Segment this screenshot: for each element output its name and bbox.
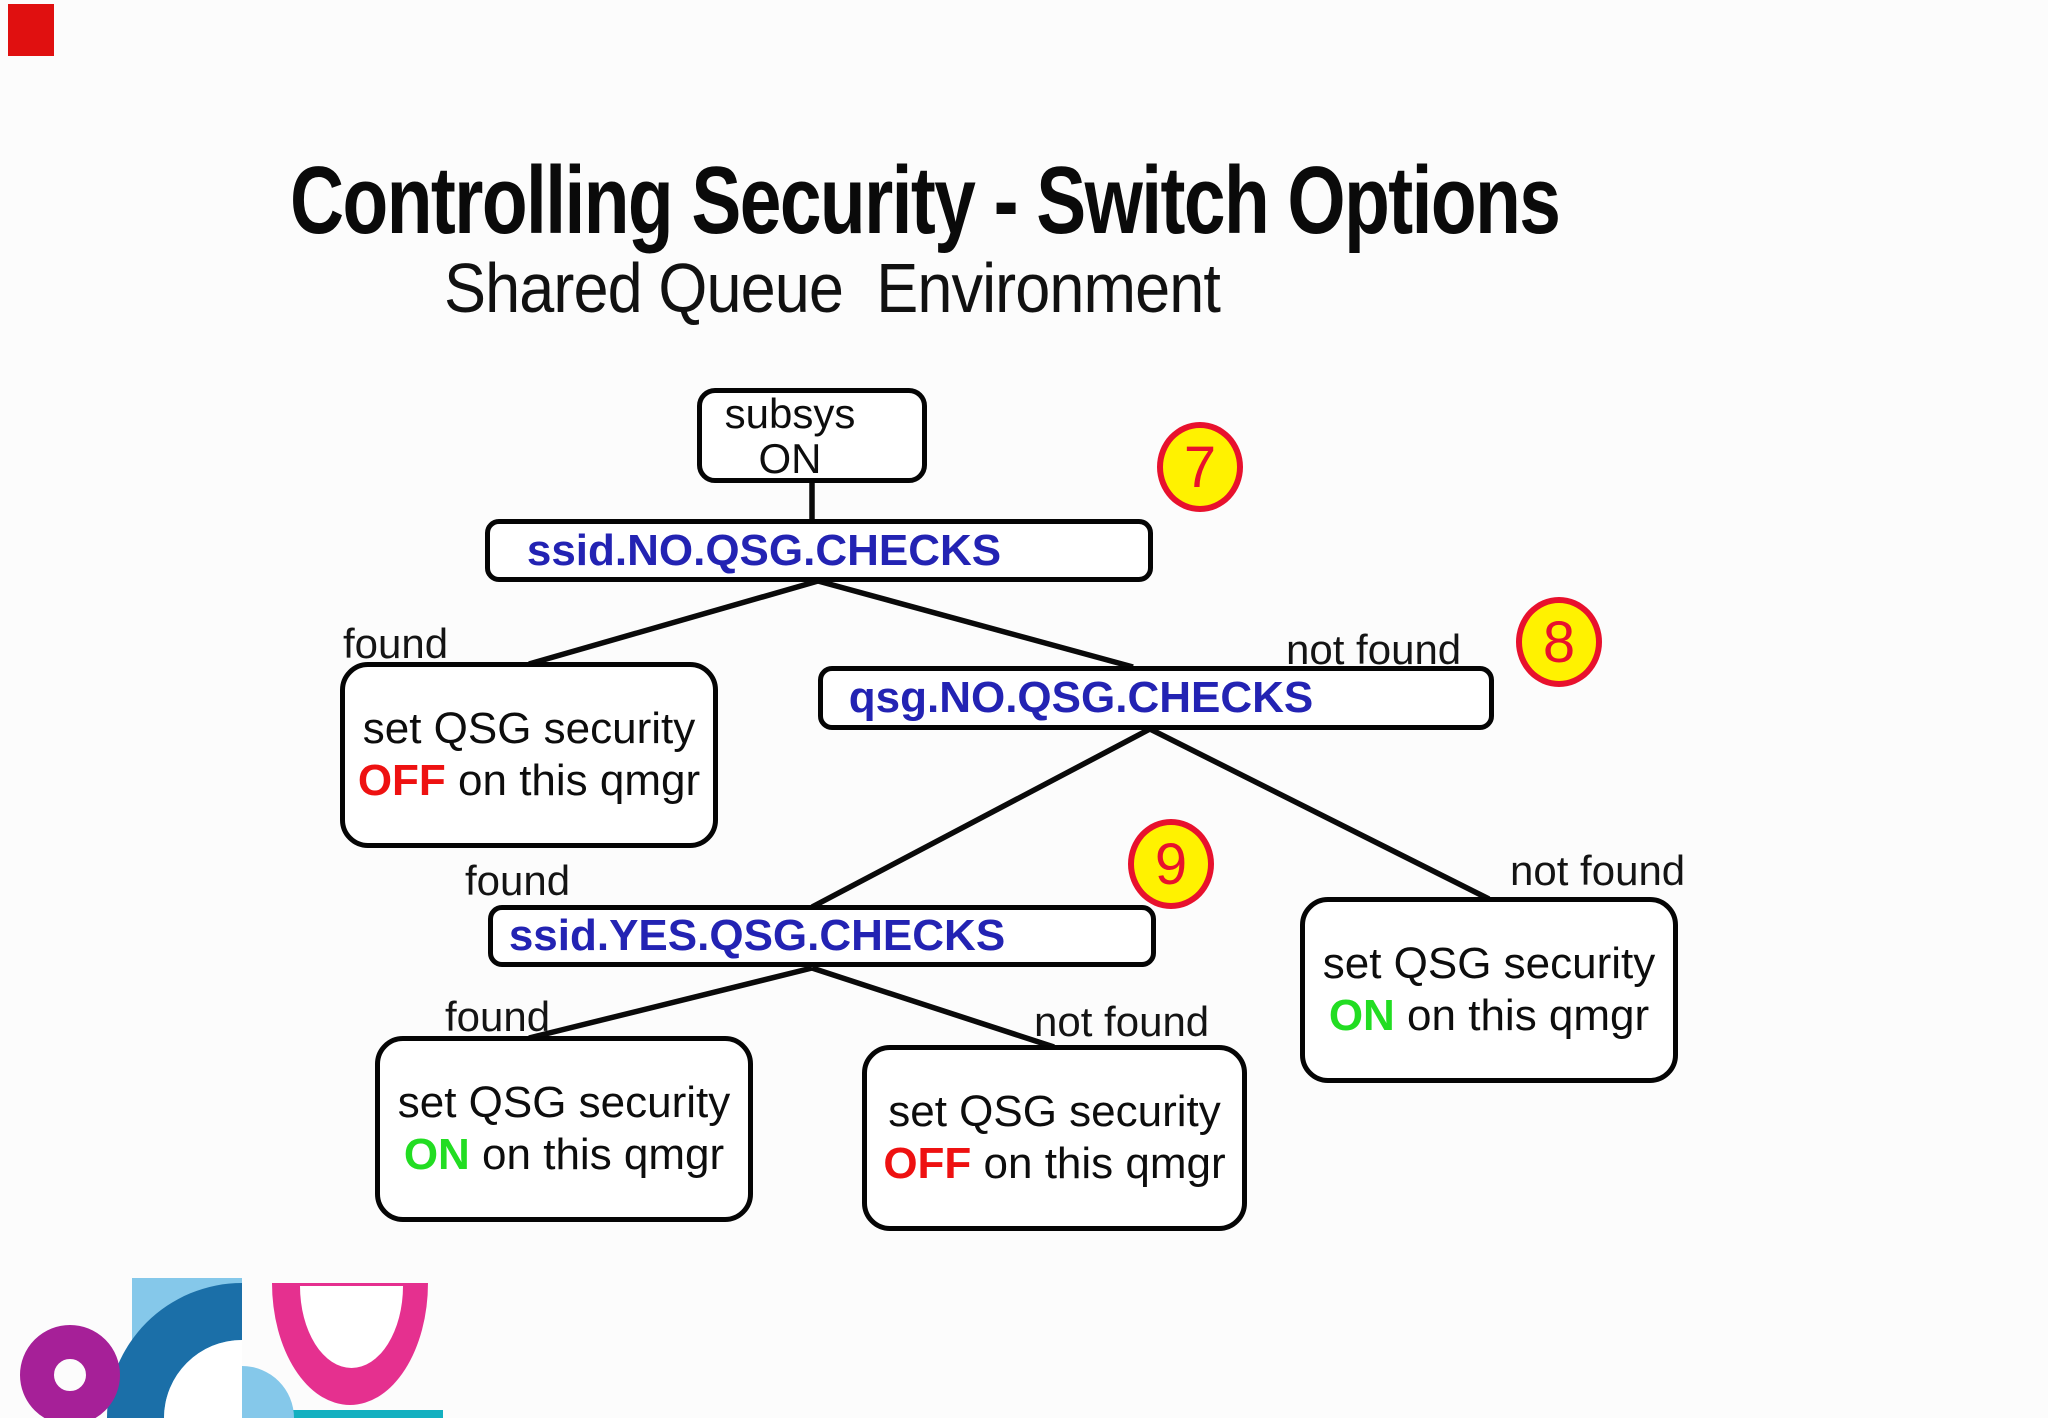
outcome-line1: set QSG security: [397, 1078, 731, 1127]
node-outcome-on-right: set QSG security ON on this qmgr: [1300, 897, 1678, 1083]
outcome-rest: on this qmgr: [971, 1139, 1226, 1188]
outcome-line2: ON on this qmgr: [404, 1129, 724, 1181]
edge-label-found-2: found: [465, 857, 571, 904]
logo-dark-blue-arc: [107, 1283, 242, 1418]
step-badge-9: 9: [1128, 819, 1214, 909]
logo-white-quarter: [164, 1340, 242, 1418]
node-ssid-no-label: ssid.NO.QSG.CHECKS: [526, 525, 1002, 575]
outcome-state-off: OFF: [883, 1139, 972, 1188]
node-ssid-no-qsg-checks: ssid.NO.QSG.CHECKS: [485, 519, 1153, 582]
node-subsys: subsys ON: [697, 388, 927, 483]
node-ssid-yes-label: ssid.YES.QSG.CHECKS: [508, 911, 1006, 960]
outcome-line2: ON on this qmgr: [1329, 990, 1649, 1042]
edge-label-found-3: found: [445, 993, 551, 1040]
logo-teal-bar: [163, 1410, 443, 1418]
outcome-rest: on this qmgr: [469, 1130, 725, 1179]
outcome-rest: on this qmgr: [445, 756, 701, 805]
edge-ssid-yes-notfound: [811, 965, 1055, 1050]
outcome-rest: on this qmgr: [1394, 991, 1650, 1040]
outcome-state-on: ON: [1328, 991, 1395, 1040]
step-badge-7-number: 7: [1183, 434, 1217, 500]
logo-magenta-donut: [20, 1325, 120, 1418]
outcome-line1: set QSG security: [1322, 939, 1656, 988]
node-subsys-line1: subsys: [724, 389, 856, 437]
logo-light-blue-quarter: [242, 1366, 294, 1418]
step-badge-7: 7: [1157, 422, 1243, 512]
bottom-left-logo: [20, 1278, 443, 1418]
slide-title: Controlling Security - Switch Options: [290, 146, 1917, 256]
step-badge-8-number: 8: [1542, 609, 1576, 675]
edge-qsg-no-found: [810, 726, 1152, 910]
outcome-state-off: OFF: [357, 756, 446, 805]
node-ssid-yes-qsg-checks: ssid.YES.QSG.CHECKS: [488, 905, 1156, 967]
node-outcome-off-bottom-middle: set QSG security OFF on this qmgr: [862, 1045, 1247, 1231]
edge-label-found-1: found: [343, 620, 449, 667]
node-outcome-off-left: set QSG security OFF on this qmgr: [340, 662, 718, 848]
edge-ssid-yes-found: [528, 965, 813, 1041]
edge-ssid-no-found: [528, 578, 819, 667]
slide-subtitle: Shared Queue Environment: [426, 230, 1306, 346]
slide-title-text: Controlling Security - Switch Options: [290, 147, 1561, 254]
edge-ssid-no-notfound: [817, 578, 1134, 670]
outcome-line1: set QSG security: [888, 1087, 1221, 1136]
edge-label-not-found-3: not found: [1034, 998, 1210, 1045]
node-subsys-line2: ON: [758, 434, 822, 482]
step-badge-8: 8: [1516, 597, 1602, 687]
node-qsg-no-qsg-checks: qsg.NO.QSG.CHECKS: [818, 666, 1494, 730]
outcome-line2: OFF on this qmgr: [883, 1138, 1225, 1190]
outcome-state-on: ON: [403, 1130, 470, 1179]
corner-red-marker: [8, 4, 54, 56]
node-qsg-no-label: qsg.NO.QSG.CHECKS: [848, 673, 1314, 722]
edge-label-not-found-1: not found: [1286, 626, 1462, 673]
node-outcome-on-bottom-left: set QSG security ON on this qmgr: [375, 1036, 753, 1222]
edge-label-not-found-2: not found: [1510, 847, 1686, 894]
outcome-line2: OFF on this qmgr: [358, 755, 700, 807]
step-badge-9-number: 9: [1154, 831, 1188, 897]
outcome-line1: set QSG security: [362, 704, 696, 753]
slide-subtitle-text: Shared Queue Environment: [443, 249, 1221, 327]
logo-pink-d-hole: [300, 1286, 403, 1368]
